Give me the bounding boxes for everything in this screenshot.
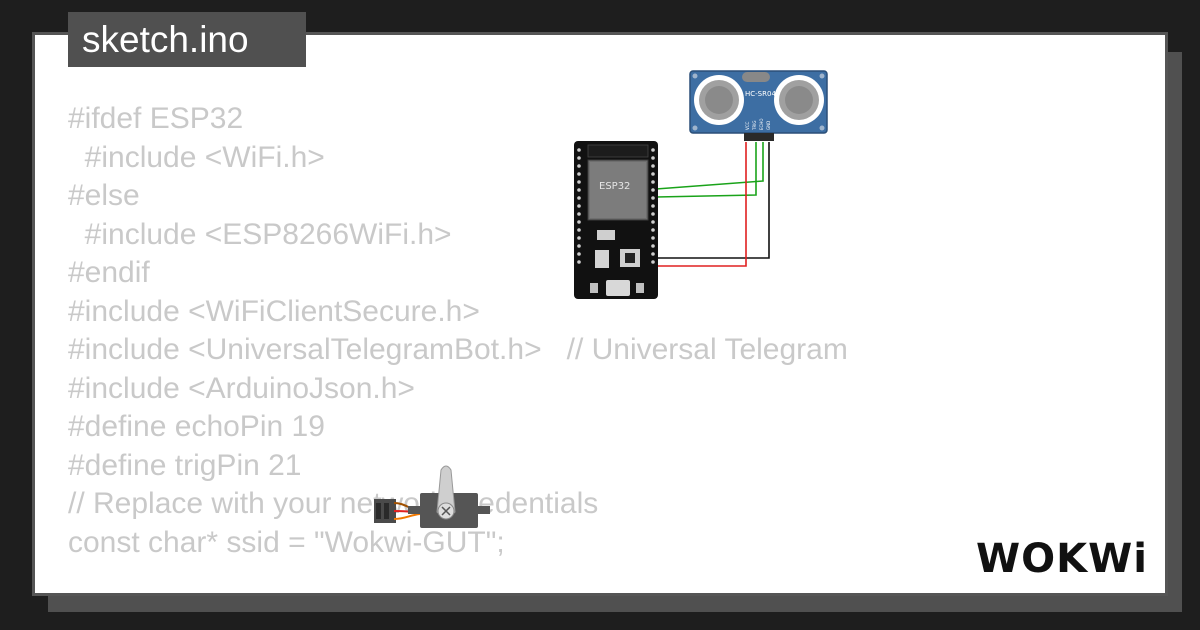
sensor-pin-label: ECHO — [759, 119, 764, 130]
esp32-right-pins — [651, 148, 655, 264]
wire-vcc — [656, 142, 747, 267]
code-line: #include <ArduinoJson.h> — [68, 371, 415, 405]
wire-echo — [655, 142, 764, 190]
esp32-label: ESP32 — [599, 181, 630, 192]
sensor-pin-label: GND — [766, 121, 771, 130]
code-line: #include <WiFi.h> — [68, 140, 325, 174]
servo-motor[interactable] — [374, 465, 490, 528]
wokwi-logo-text: WOKWi — [976, 536, 1148, 582]
code-line: #define echoPin 19 — [68, 410, 325, 443]
transducer-left — [694, 75, 744, 125]
code-line: #else — [68, 179, 140, 212]
code-line: #include <WiFiClientSecure.h> — [68, 294, 480, 328]
esp32-left-pins — [577, 148, 581, 264]
sensor-pin-label: VCC — [745, 121, 750, 130]
wires — [655, 142, 770, 267]
transducer-right — [774, 75, 824, 125]
sensor-pin-label: TRIG — [752, 120, 757, 131]
code-line: #endif — [68, 256, 150, 289]
wokwi-logo: WOKWi — [976, 536, 1148, 582]
ultrasonic-sensor[interactable]: HC-SR04 VCC TRIG ECHO GND — [689, 70, 828, 141]
preview-card — [32, 32, 1168, 596]
code-line: #ifdef ESP32 — [68, 102, 244, 135]
code-line: #include <UniversalTelegramBot.h> // Uni… — [68, 333, 848, 366]
esp32-board[interactable]: ESP32 — [574, 141, 658, 299]
code-line: #define trigPin 21 — [68, 448, 302, 482]
code-editor: #ifdef ESP32 #include <WiFi.h> #else #inc… — [68, 100, 848, 562]
code-line: const char* ssid = "Wokwi-GUT"; — [68, 525, 505, 559]
sensor-label: HC-SR04 — [745, 90, 776, 98]
file-tab-label: sketch.ino — [82, 19, 249, 60]
wire-gnd — [656, 142, 770, 259]
code-line: #include <ESP8266WiFi.h> — [68, 217, 452, 251]
file-tab[interactable]: sketch.ino — [68, 12, 306, 67]
wire-trig — [655, 142, 757, 198]
